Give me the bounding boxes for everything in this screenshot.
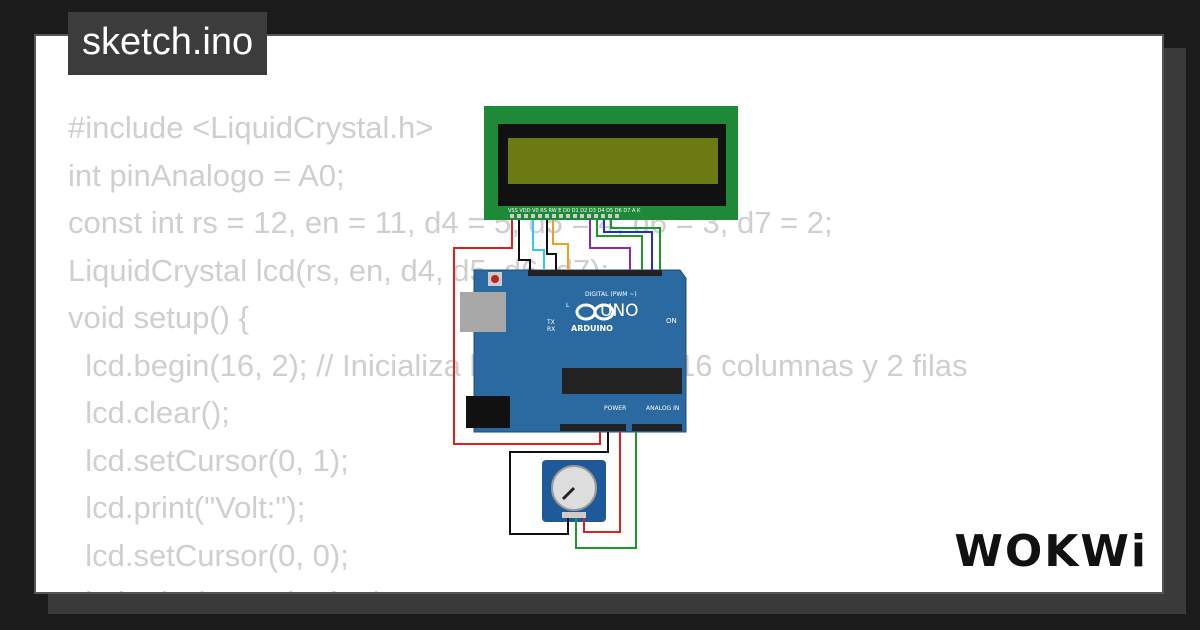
- code-line: #include <LiquidCrystal.h>: [68, 110, 434, 145]
- analog-header: [632, 424, 682, 431]
- arduino-uno-board[interactable]: DIGITAL (PWM ~) UNO ARDUINO ON TX RX L P…: [460, 269, 687, 433]
- code-line: lcd.print("Resultado:");: [68, 579, 967, 592]
- on-label: ON: [666, 317, 677, 325]
- lcd-module[interactable]: VSS VDD V0 RS RW E D0 D1 D2 D3 D4 D5 D6 …: [484, 106, 738, 220]
- l-label: L: [566, 302, 570, 309]
- code-line: void setup() {: [68, 300, 249, 335]
- code-line: int pinAnalogo = A0;: [68, 157, 345, 193]
- usb-port: [460, 292, 506, 332]
- tx-label: TX: [546, 319, 555, 326]
- wire-d4: [589, 220, 631, 270]
- code-line: lcd.clear();: [68, 395, 230, 430]
- wire-d6: [603, 220, 653, 270]
- wire-rs: [532, 220, 545, 270]
- code-line: const int rs = 12, en = 11, d4 = 5, d5 =…: [68, 205, 833, 240]
- digital-header: [528, 270, 662, 276]
- wire-vdd: [453, 220, 601, 445]
- power-label: POWER: [604, 405, 626, 412]
- circuit-diagram: VSS VDD V0 RS RW E D0 D1 D2 D3 D4 D5 D6 …: [453, 106, 738, 549]
- wokwi-logo: WOKWi: [954, 526, 1148, 577]
- wire-pot-vcc: [583, 432, 621, 533]
- lcd-screen: [508, 138, 718, 184]
- wire-vss: [518, 220, 531, 270]
- power-jack: [466, 396, 510, 428]
- wire-e: [552, 220, 569, 270]
- brand-label: ARDUINO: [571, 324, 613, 333]
- power-header: [560, 424, 626, 431]
- microcontroller-chip: [562, 368, 682, 394]
- rx-label: RX: [547, 326, 555, 333]
- wire-d5: [596, 220, 643, 270]
- lcd-pin-labels: VSS VDD V0 RS RW E D0 D1 D2 D3 D4 D5 D6 …: [508, 208, 641, 214]
- wire-rw: [546, 220, 557, 270]
- wire-d7: [610, 220, 661, 270]
- code-line: lcd.setCursor(0, 1);: [68, 442, 349, 478]
- wire-pot-signal: [575, 432, 637, 549]
- code-line: lcd.setCursor(0, 0);: [68, 537, 349, 573]
- wires: [453, 220, 661, 549]
- file-title: sketch.ino: [68, 12, 268, 75]
- potentiometer[interactable]: [542, 460, 606, 522]
- reset-button: [491, 275, 499, 283]
- wire-pot-gnd: [509, 432, 609, 535]
- code-line: lcd.print("Volt:");: [68, 490, 306, 525]
- infinity-logo-icon: [575, 303, 615, 321]
- knob-indicator: [561, 486, 576, 501]
- digital-label: DIGITAL (PWM ~): [585, 291, 637, 298]
- analog-label: ANALOG IN: [646, 405, 679, 412]
